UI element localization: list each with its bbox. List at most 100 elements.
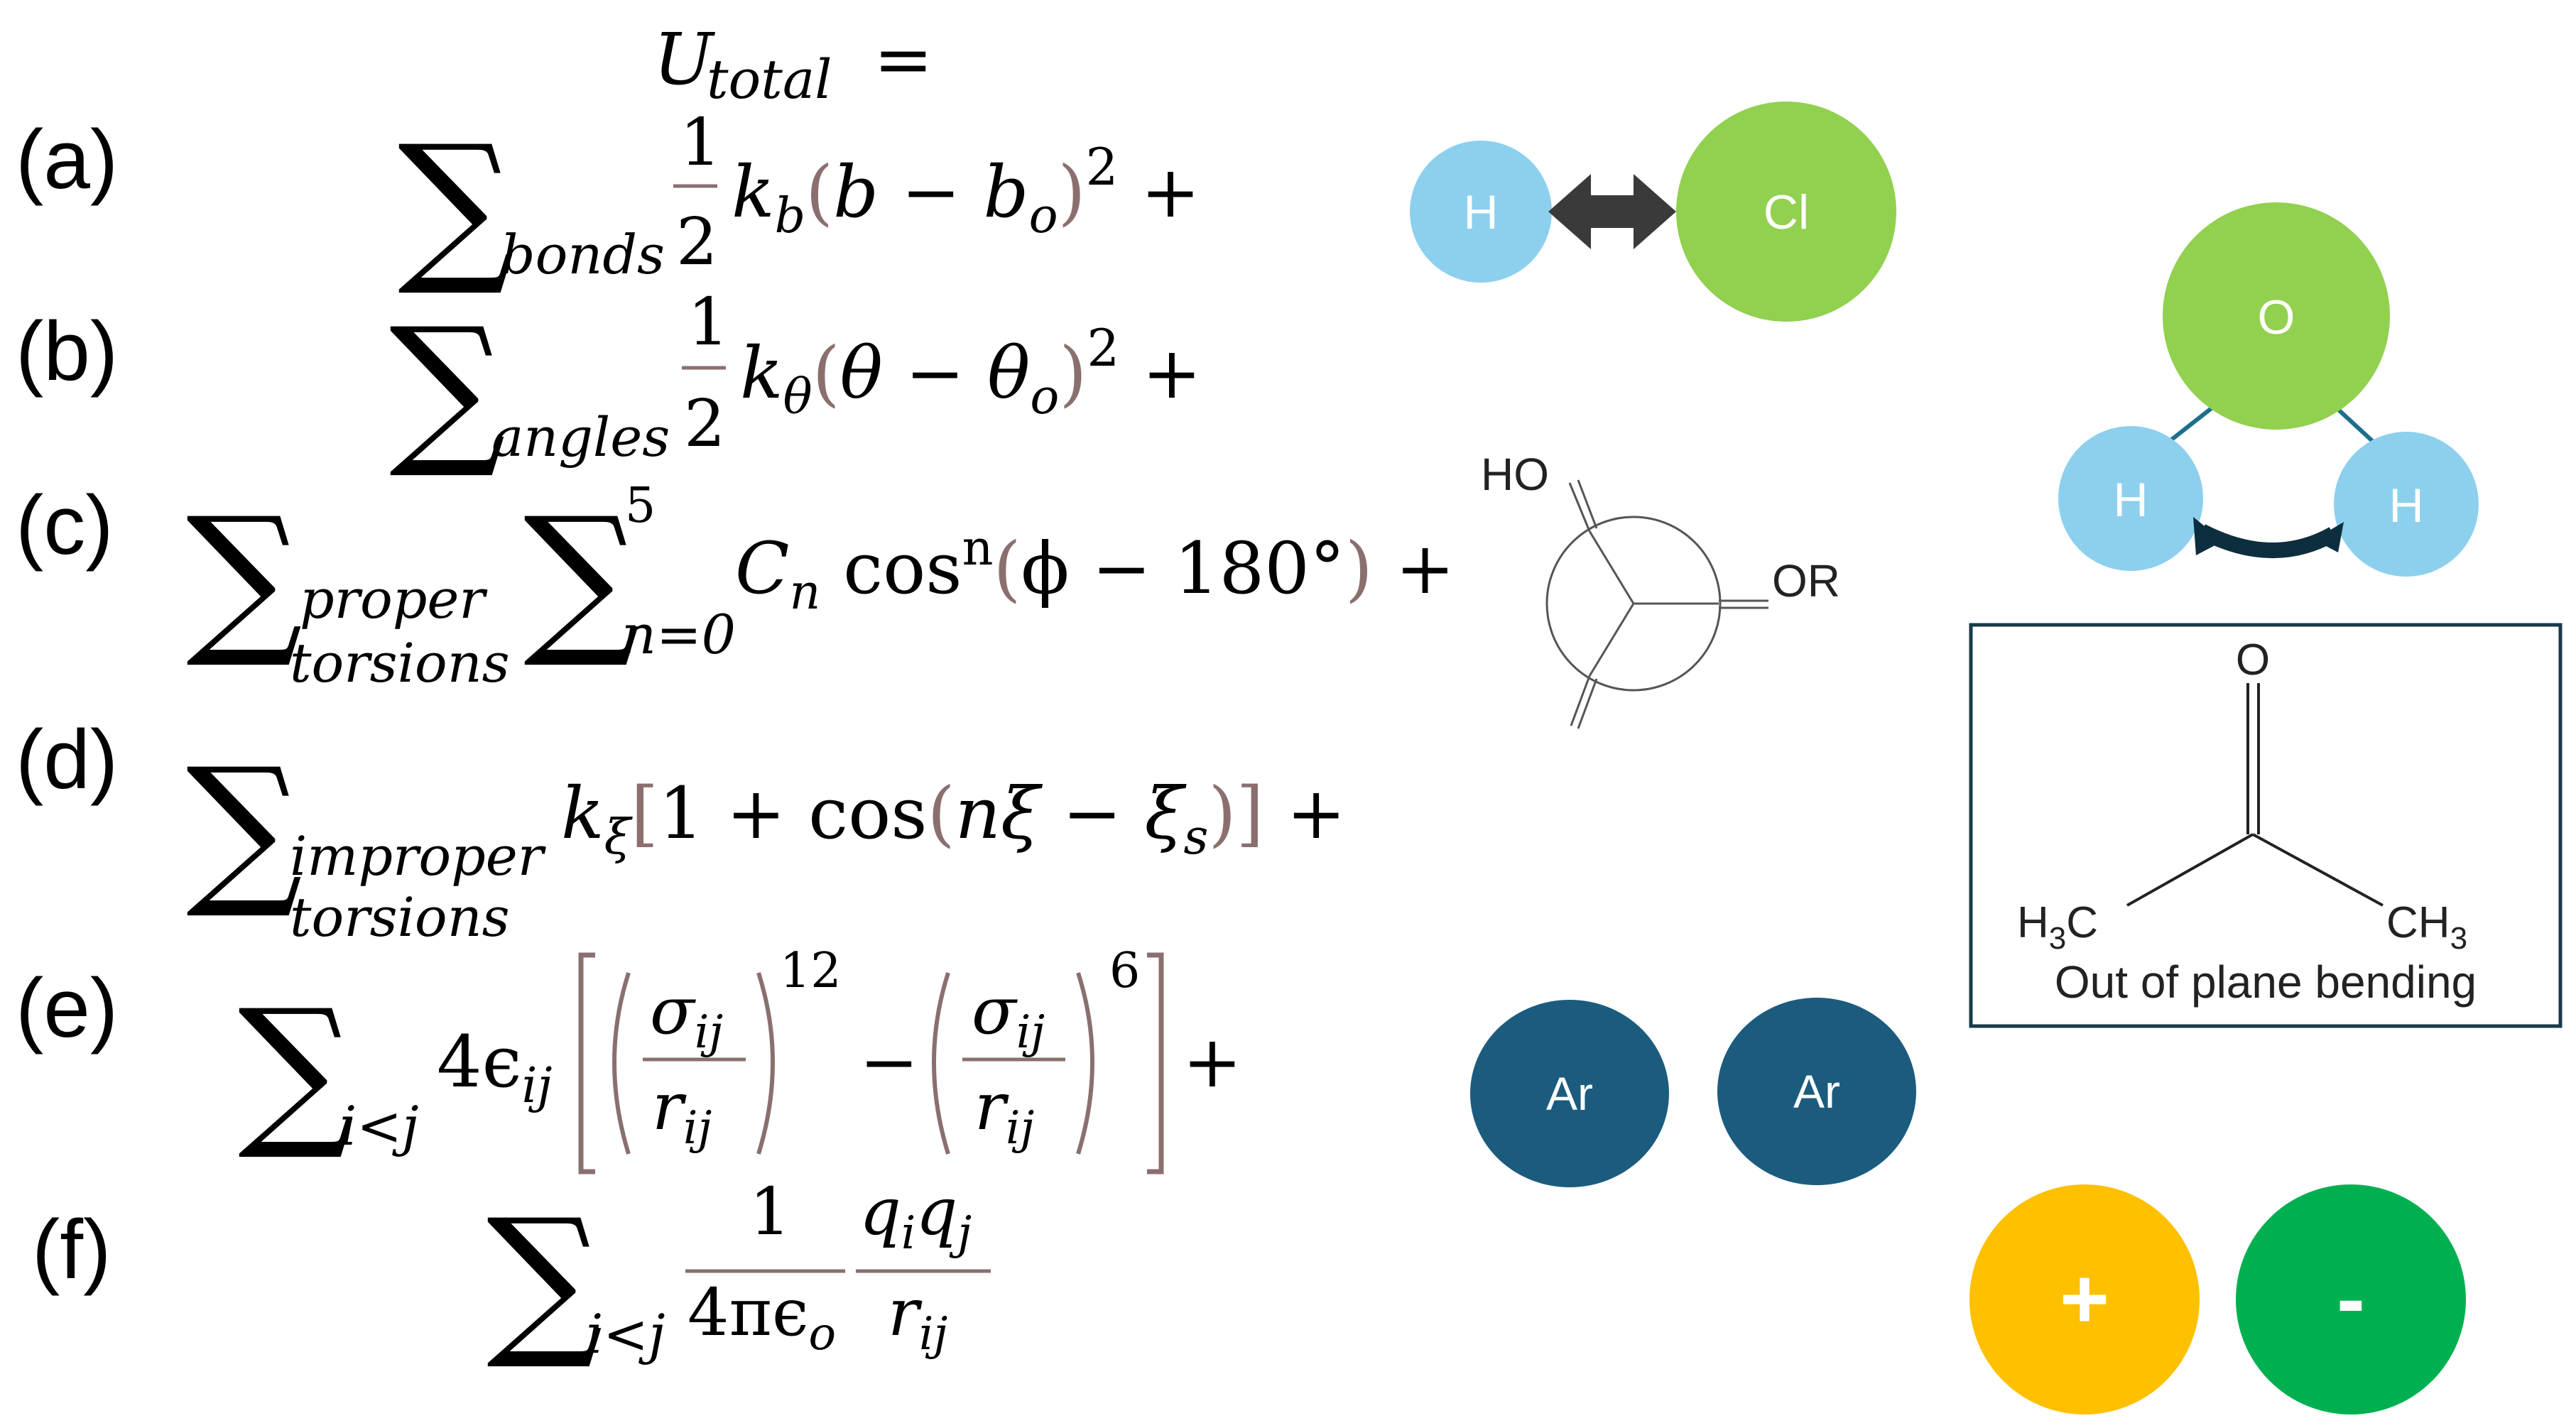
coulomb-distance: rij bbox=[888, 1275, 947, 1361]
torsion-expression: Cn cosn(ϕ − 180°) + bbox=[735, 520, 1455, 621]
plus-icon: + bbox=[2060, 1251, 2109, 1346]
bond-stretch-illustration: H Cl bbox=[1410, 102, 1896, 322]
sum-sign: ∑ bbox=[186, 734, 303, 923]
sum-subscript-1: improper bbox=[290, 824, 547, 888]
double-arrow-icon bbox=[1548, 174, 1676, 249]
sum-subscript-1: proper bbox=[300, 567, 488, 631]
force-constant: kb(b − bo)2 + bbox=[732, 137, 1200, 244]
paren-left-1 bbox=[612, 972, 631, 1155]
lj-plus: + bbox=[1183, 1020, 1242, 1103]
panel-caption: Out of plane bending bbox=[2055, 956, 2477, 1008]
paren-right-1 bbox=[756, 972, 775, 1155]
label-c: (c) bbox=[16, 479, 114, 572]
sum-sign: ∑ bbox=[487, 1184, 603, 1374]
sigma-1: σij bbox=[650, 973, 723, 1059]
bond-line bbox=[2331, 403, 2381, 449]
fraction-numerator: 1 bbox=[680, 104, 722, 180]
outer-bracket-right bbox=[1147, 952, 1164, 1174]
r-1: rij bbox=[652, 1069, 712, 1155]
back-bond bbox=[1568, 482, 1591, 532]
label-f: (f) bbox=[32, 1203, 111, 1297]
sum-lower-limit: n=0 bbox=[621, 603, 736, 666]
fraction-half: 1 2 bbox=[673, 104, 722, 280]
r-2: rij bbox=[974, 1069, 1034, 1155]
back-bond bbox=[1577, 678, 1598, 729]
fraction-half: 1 2 bbox=[682, 284, 729, 462]
oxygen-atom bbox=[2163, 202, 2390, 430]
group-label: HO bbox=[1481, 449, 1549, 500]
back-bond bbox=[1577, 479, 1598, 529]
lj-minus: − bbox=[859, 1020, 919, 1103]
back-bond bbox=[1570, 675, 1591, 726]
sum-upper-limit: 5 bbox=[625, 478, 656, 534]
paren-left-2 bbox=[932, 972, 950, 1155]
force-constant: kθ(θ − θo)2 + bbox=[740, 318, 1202, 425]
term-improper-torsions: (d) ∑ improper torsions kξ[1 + cos(nξ − … bbox=[16, 713, 1346, 949]
lhs-symbol: U bbox=[653, 18, 716, 101]
term-proper-torsions: (c) ∑ proper torsions ∑ 5 n=0 Cn cosn(ϕ … bbox=[16, 478, 1455, 694]
argon-atom bbox=[1470, 1000, 1669, 1187]
sum-subscript: i<j bbox=[586, 1302, 665, 1366]
bond-line bbox=[2252, 833, 2384, 907]
sum-subscript-2: torsions bbox=[290, 885, 510, 949]
term-lennard-jones: (e) ∑ i<j 4ϵij σij rij 12 − σij rij 6 + bbox=[16, 943, 1242, 1174]
bond-line bbox=[2126, 833, 2254, 907]
newman-circle bbox=[1545, 516, 1722, 692]
atom-label: Ar bbox=[1546, 1067, 1593, 1120]
paren-right-2 bbox=[1076, 972, 1094, 1155]
term-coulomb: (f) ∑ i<j 1 4πϵo qiqj rij bbox=[32, 1174, 991, 1374]
label-e: (e) bbox=[16, 961, 118, 1055]
sum-subscript: bonds bbox=[501, 223, 665, 286]
front-bond bbox=[1588, 530, 1635, 604]
methyl-left: H3C bbox=[2017, 898, 2098, 956]
coulomb-num-1: 1 bbox=[749, 1174, 791, 1250]
label-a: (a) bbox=[16, 113, 118, 207]
atom-label: Cl bbox=[1763, 185, 1809, 239]
fraction-numerator: 1 bbox=[688, 284, 729, 360]
angle-bend-illustration: O H H bbox=[2058, 202, 2479, 577]
out-of-plane-illustration: O H3C CH3 Out of plane bending bbox=[1969, 623, 2563, 1028]
atom-label: H bbox=[2388, 479, 2423, 533]
lhs-subscript: total bbox=[707, 48, 832, 111]
sum-sign: ∑ bbox=[186, 483, 303, 672]
torsion-newman-illustration: HO OR bbox=[1481, 449, 1840, 729]
panel-frame bbox=[1969, 623, 2563, 1028]
label-b: (b) bbox=[16, 305, 118, 398]
methyl-right: CH3 bbox=[2386, 898, 2467, 956]
term-angles: (b) ∑ angles 1 2 kθ(θ − θo)2 + bbox=[16, 284, 1202, 483]
atom-label: O bbox=[2258, 290, 2295, 344]
atom-label: H bbox=[2113, 473, 2148, 527]
bond-line bbox=[2165, 403, 2217, 446]
sum-sign: ∑ bbox=[398, 111, 514, 300]
coulomb-den-1: 4πϵo bbox=[688, 1275, 836, 1361]
term-bonds: (a) ∑ bonds 1 2 kb(b − bo)2 + bbox=[16, 104, 1200, 300]
improper-expression: kξ[1 + cos(nξ − ξs)] + bbox=[561, 772, 1346, 866]
positive-charge bbox=[1969, 1184, 2200, 1415]
atom-label: Ar bbox=[1793, 1065, 1840, 1118]
fraction-denominator: 2 bbox=[676, 204, 718, 280]
equation-lhs: U total = bbox=[653, 18, 933, 111]
outer-bracket-left bbox=[578, 952, 595, 1174]
argon-atom bbox=[1717, 998, 1916, 1185]
chlorine-atom bbox=[1676, 102, 1896, 322]
power-12: 12 bbox=[780, 943, 842, 999]
coulomb-illustration: + - bbox=[1969, 1184, 2466, 1415]
hydrogen-atom bbox=[2058, 426, 2203, 571]
sum-sign: ∑ bbox=[389, 293, 506, 483]
minus-icon: - bbox=[2337, 1251, 2365, 1346]
lhs-equals: = bbox=[874, 18, 933, 101]
lj-coefficient: 4ϵij bbox=[437, 1020, 552, 1114]
label-d: (d) bbox=[16, 713, 118, 807]
vdw-illustration: Ar Ar bbox=[1470, 998, 1916, 1187]
hydrogen-atom bbox=[1410, 141, 1552, 283]
fraction-denominator: 2 bbox=[684, 386, 726, 462]
sum-subscript: i<j bbox=[339, 1094, 419, 1157]
sigma-2: σij bbox=[972, 973, 1045, 1059]
arrowhead bbox=[2314, 522, 2344, 552]
power-6: 6 bbox=[1109, 943, 1140, 999]
sum-sign: ∑ bbox=[238, 975, 354, 1165]
negative-charge bbox=[2236, 1184, 2466, 1415]
atom-label: H bbox=[1463, 185, 1498, 239]
coulomb-charges: qiqj bbox=[859, 1174, 972, 1260]
front-bond bbox=[1588, 603, 1635, 677]
